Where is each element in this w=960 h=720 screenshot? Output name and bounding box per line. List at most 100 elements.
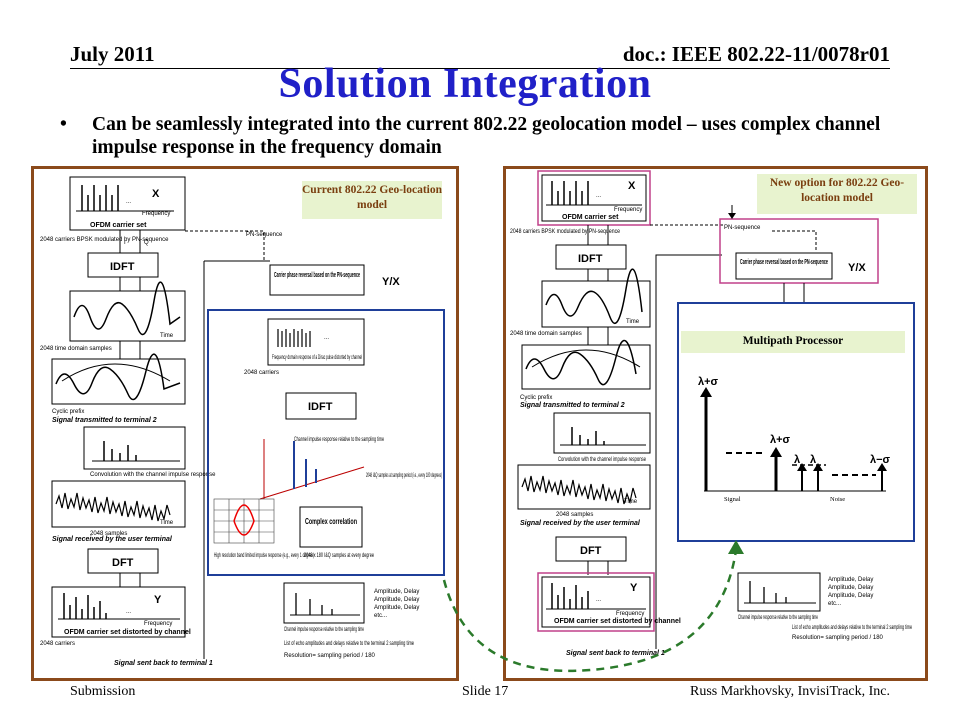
- pn-sequence-r: PN-sequence: [724, 225, 761, 231]
- dft-label-right: DFT: [580, 545, 602, 557]
- idft-box-right: [555, 244, 627, 270]
- resolution-right: Resolution= sampling period / 180: [792, 635, 884, 641]
- amp-delay-2-left: Amplitude, Delay: [374, 597, 419, 603]
- lambda-minus-sigma: λ−σ: [870, 454, 891, 466]
- footer-submission: Submission: [70, 684, 136, 699]
- right-diagram-frame: [503, 166, 928, 681]
- carriers-bpsk-label-r: 2048 carriers BPSK modulated by PN-seque…: [510, 229, 621, 235]
- lambda-1: λ: [794, 454, 800, 466]
- idft-box-middle: [285, 392, 357, 420]
- signal-received-r: Signal received by the user terminal: [520, 520, 641, 527]
- iq-q-1: Q: [144, 240, 149, 246]
- ofdm-carrier-set-label-r: OFDM carrier set: [562, 214, 619, 221]
- amp-delay-3-left: Amplitude, Delay: [374, 605, 419, 611]
- connector-arrow: [442, 540, 744, 673]
- list-echo-left: List of echo amplitudes and delays relat…: [284, 641, 414, 647]
- frequency-label-2: Frequency: [144, 621, 172, 627]
- ofdm-distorted-r: OFDM carrier set distorted by channel: [554, 618, 681, 625]
- list-echo-right: List of echo amplitudes and delays relat…: [792, 625, 912, 631]
- pn-sequence-label: PN-sequence: [246, 232, 283, 238]
- iq-samples-label: 2048 I&Q samples at sampling period (i.e…: [366, 473, 442, 479]
- frequency-label-1: Frequency: [142, 211, 170, 217]
- amp-delay-1-left: Amplitude, Delay: [374, 589, 419, 595]
- ofdm-carrier-set-label: OFDM carrier set: [90, 222, 147, 229]
- iq-i-1: I: [124, 240, 126, 246]
- carrier-phase-box-right: [735, 252, 833, 280]
- magenta-box-x: [537, 170, 651, 226]
- x-label-right: X: [628, 180, 636, 192]
- time-label-r1: Time: [626, 319, 640, 325]
- left-diagram: X ... Frequency OFDM carrier set 2048 ca…: [40, 176, 445, 667]
- left-diagram-frame: [31, 166, 459, 681]
- slide-bullet: • Can be seamlessly integrated into the …: [60, 113, 920, 159]
- ofdm-spectrum-lines: [81, 185, 119, 211]
- cyclic-prefix-label: Cyclic prefix: [52, 409, 84, 415]
- current-model-callout: Current 802.22 Geo-location model: [302, 181, 442, 219]
- time-label-1: Time: [160, 333, 174, 339]
- carriers-2048-label-2: 2048 carriers: [244, 370, 279, 376]
- time-domain-samples-r: 2048 time domain samples: [510, 331, 582, 337]
- channel-impulse-label-left: Channel impulse response relative to the…: [294, 437, 384, 443]
- convolution-r: Convolution with the channel impulse res…: [558, 457, 646, 463]
- svg-text:...: ...: [126, 609, 131, 615]
- processing-blue-box: [207, 309, 445, 576]
- convolution-box: [83, 426, 186, 470]
- svg-text:...: ...: [324, 335, 329, 341]
- resolution-left: Resolution= sampling period / 180: [284, 653, 376, 659]
- ofdm-spectrum-box: [69, 176, 186, 231]
- channel-impulse-label-right: Channel impulse response relative to the…: [738, 615, 818, 621]
- time-label-2: Time: [160, 520, 174, 526]
- idft-label-left: IDFT: [110, 261, 135, 273]
- dft-box-right: [555, 536, 627, 562]
- signal-received-label: Signal received by the user terminal: [52, 536, 173, 543]
- echo-plot-box-left: [283, 582, 365, 624]
- multipath-processor-label: Multipath Processor: [681, 331, 905, 353]
- amp-delay-3-right: Amplitude, Delay: [828, 593, 873, 599]
- y-label-left: Y: [154, 594, 162, 606]
- dirac-response-box: [267, 318, 365, 366]
- high-res-label: High resolution band limited impulse res…: [214, 553, 314, 559]
- new-option-callout: New option for 802.22 Geo-location model: [757, 174, 917, 214]
- time-label-r2: Time: [624, 499, 638, 505]
- amp-delay-1-right: Amplitude, Delay: [828, 577, 873, 583]
- signal-transmitted-r: Signal transmitted to terminal 2: [520, 402, 625, 409]
- footer-slide-number: Slide 17: [462, 684, 509, 699]
- distorted-spectrum-box: [51, 586, 186, 638]
- impulse-response-plot: [259, 439, 365, 500]
- convolution-label: Convolution with the channel impulse res…: [90, 472, 216, 478]
- magenta-box-y: [537, 572, 655, 632]
- dft-box-left: [87, 548, 159, 574]
- freq-domain-response-label: Frequency domain response of a Dirac pul…: [272, 355, 362, 361]
- time-domain-samples-label: 2048 time domain samples: [40, 346, 112, 352]
- magenta-box-carrier: [719, 218, 879, 284]
- complex-correlation-box: [299, 506, 363, 548]
- footer-author: Russ Markhovsky, InvisiTrack, Inc.: [689, 684, 890, 699]
- carrier-phase-box-left: [269, 264, 365, 296]
- idft-box-left: [87, 252, 159, 278]
- ofdm-distorted-label: OFDM carrier set distorted by channel: [64, 629, 191, 636]
- frequency-label-r2: Frequency: [616, 611, 644, 617]
- dft-label-left: DFT: [112, 557, 134, 569]
- samples-2048-label: 2048 samples: [90, 531, 127, 537]
- signal-label: Signal: [724, 496, 741, 503]
- yx-label-left: Y/X: [382, 276, 400, 288]
- etc-left: etc...: [374, 613, 387, 619]
- iq-2048x180-label: 2048 x 180 I&Q samples at every degree: [304, 553, 374, 559]
- yx-label-right: Y/X: [848, 262, 866, 274]
- header-rule: [70, 68, 890, 69]
- lambda-plus-sigma-1: λ+σ: [698, 376, 719, 388]
- lambda-plus-sigma-2: λ+σ: [770, 434, 791, 446]
- carrier-phase-label-right: Carrier phase reversal based on the PN-s…: [740, 259, 828, 266]
- y-label-right: Y: [630, 582, 638, 594]
- echo-plot-box-right: [737, 572, 821, 612]
- carrier-phase-label-left: Carrier phase reversal based on the PN-s…: [274, 272, 360, 279]
- bullet-dot: •: [60, 114, 67, 135]
- svg-text:...: ...: [126, 199, 131, 205]
- idft-label-middle: IDFT: [308, 401, 333, 413]
- complex-correlation-label: Complex correlation: [305, 517, 357, 526]
- signal-sent-back-r: Signal sent back to terminal 1: [566, 650, 665, 657]
- svg-text:...: ...: [596, 193, 601, 199]
- frequency-label-r1: Frequency: [614, 207, 642, 213]
- channel-impulse-label-left-2: Channel impulse response relative to the…: [284, 627, 364, 633]
- samples-2048-r: 2048 samples: [556, 512, 593, 518]
